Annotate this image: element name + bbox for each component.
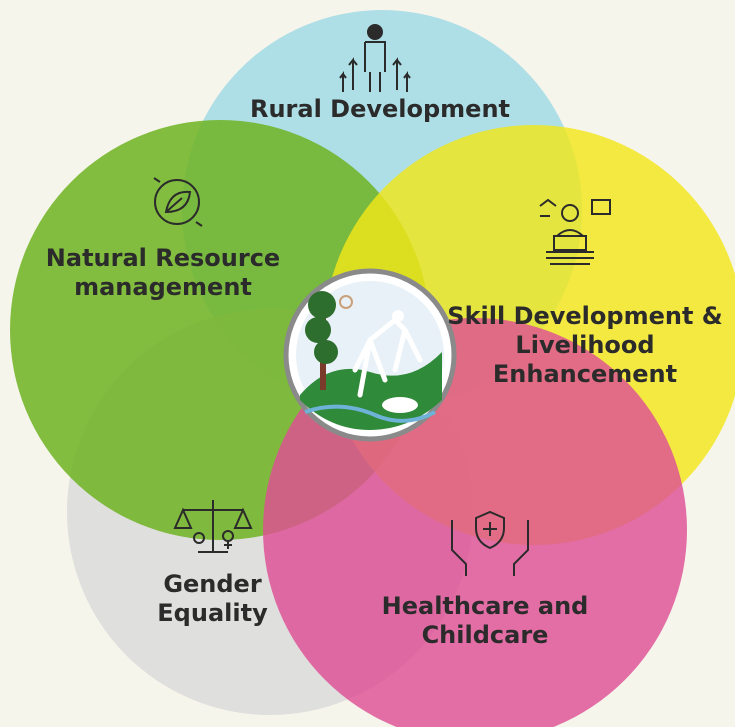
person-training-icon	[539, 198, 611, 265]
label-natural-resource: Natural Resource management	[45, 244, 281, 301]
hands-shield-icon	[451, 510, 529, 576]
label-healthcare-childcare: Healthcare and Childcare	[381, 592, 589, 649]
label-gender-equality: Gender Equality	[157, 570, 268, 627]
balance-scale-icon	[173, 500, 253, 553]
people-growth-icon	[339, 24, 411, 92]
label-skill-development: Skill Development & Livelihood Enhanceme…	[447, 302, 723, 388]
label-rural-development: Rural Development	[249, 95, 511, 123]
organization-logo	[283, 268, 457, 442]
leaf-recycle-icon	[153, 177, 203, 227]
